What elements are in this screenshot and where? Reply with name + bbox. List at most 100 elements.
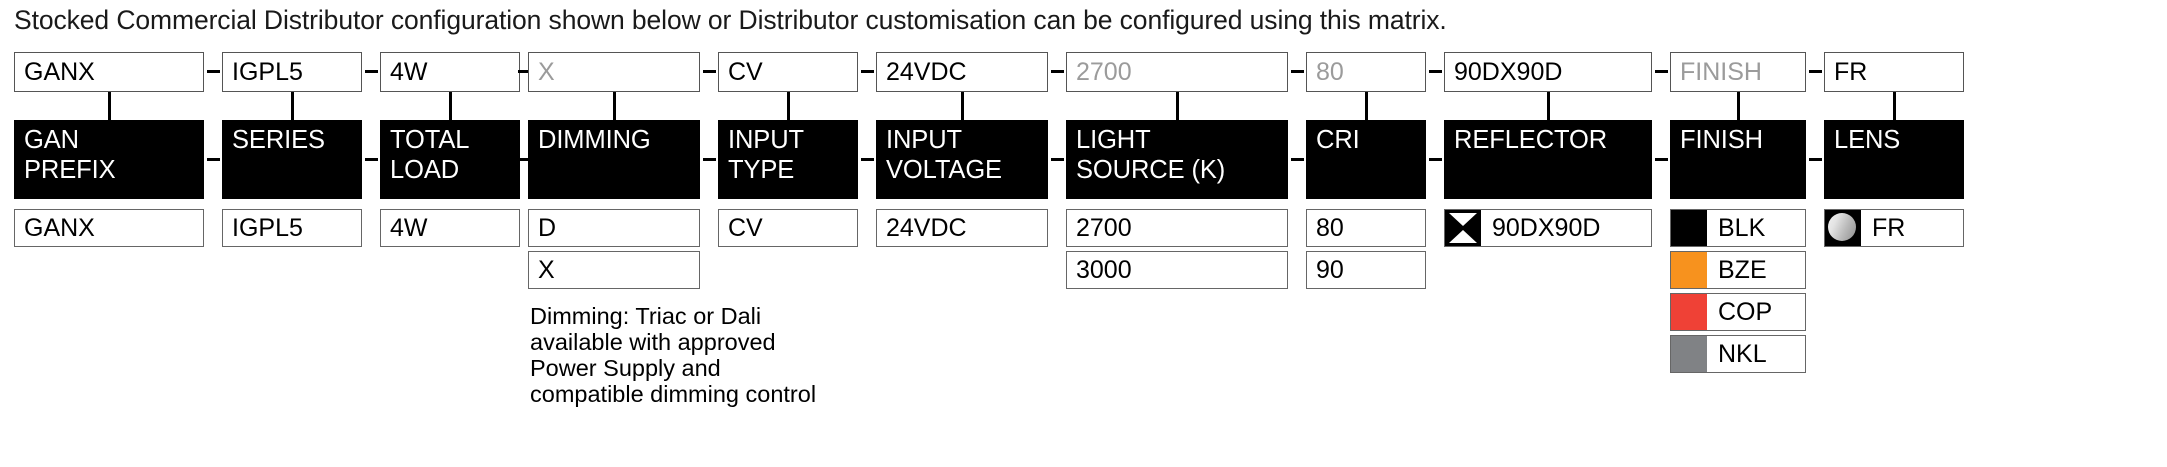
connector-tick-cri bbox=[1365, 92, 1368, 120]
connector-tick-gan-prefix bbox=[108, 92, 111, 120]
option-label: COP bbox=[1718, 297, 1773, 326]
option-finish-2[interactable]: BZE bbox=[1670, 251, 1806, 289]
option-cri-1[interactable]: 80 bbox=[1306, 209, 1426, 247]
option-reflector-1[interactable]: 90DX90D bbox=[1444, 209, 1652, 247]
option-label: BLK bbox=[1718, 213, 1766, 242]
connector-tick-series bbox=[291, 92, 294, 120]
code-box-gan-prefix[interactable]: GANX bbox=[14, 52, 204, 92]
code-box-cri[interactable]: 80 bbox=[1306, 52, 1426, 92]
header-separator-dash bbox=[1428, 158, 1442, 161]
connector-tick-input-voltage bbox=[961, 92, 964, 120]
code-box-reflector[interactable]: 90DX90D bbox=[1444, 52, 1652, 92]
header-separator-dash bbox=[702, 158, 716, 161]
option-cri-2[interactable]: 90 bbox=[1306, 251, 1426, 289]
header-separator-dash bbox=[364, 158, 378, 161]
header-line: LIGHT bbox=[1076, 126, 1151, 154]
code-box-light-source[interactable]: 2700 bbox=[1066, 52, 1288, 92]
color-swatch-icon bbox=[1671, 294, 1707, 330]
header-dimming: DIMMING bbox=[528, 120, 700, 199]
option-label: NKL bbox=[1718, 339, 1767, 368]
option-light-source-2[interactable]: 3000 bbox=[1066, 251, 1288, 289]
connector-tick-reflector bbox=[1547, 92, 1550, 120]
option-light-source-1[interactable]: 2700 bbox=[1066, 209, 1288, 247]
header-line: DIMMING bbox=[538, 126, 651, 154]
code-separator-dash bbox=[702, 70, 716, 73]
header-line: PREFIX bbox=[24, 156, 116, 184]
header-line: REFLECTOR bbox=[1454, 126, 1608, 154]
code-separator-dash bbox=[1050, 70, 1064, 73]
option-series-1[interactable]: IGPL5 bbox=[222, 209, 362, 247]
header-line: TOTAL bbox=[390, 126, 470, 154]
header-line: SERIES bbox=[232, 126, 325, 154]
header-line: TYPE bbox=[728, 156, 795, 184]
code-box-series[interactable]: IGPL5 bbox=[222, 52, 362, 92]
code-box-input-type[interactable]: CV bbox=[718, 52, 858, 92]
code-separator-dash bbox=[517, 70, 531, 73]
header-reflector: REFLECTOR bbox=[1444, 120, 1652, 199]
color-swatch-icon bbox=[1671, 210, 1707, 246]
code-box-dimming[interactable]: X bbox=[528, 52, 700, 92]
header-line: INPUT bbox=[728, 126, 805, 154]
header-line: FINISH bbox=[1680, 126, 1763, 154]
code-box-input-voltage[interactable]: 24VDC bbox=[876, 52, 1048, 92]
code-separator-dash bbox=[206, 70, 220, 73]
option-total-load-1[interactable]: 4W bbox=[380, 209, 520, 247]
header-line: CRI bbox=[1316, 126, 1360, 154]
connector-tick-finish bbox=[1737, 92, 1740, 120]
code-separator-dash bbox=[860, 70, 874, 73]
intro-text: Stocked Commercial Distributor configura… bbox=[14, 5, 1447, 35]
header-line: INPUT bbox=[886, 126, 963, 154]
option-dimming-2[interactable]: X bbox=[528, 251, 700, 289]
code-box-lens[interactable]: FR bbox=[1824, 52, 1964, 92]
connector-tick-lens bbox=[1893, 92, 1896, 120]
option-label: 90DX90D bbox=[1492, 213, 1601, 242]
option-label: FR bbox=[1872, 213, 1906, 242]
option-gan-prefix-1[interactable]: GANX bbox=[14, 209, 204, 247]
connector-tick-light-source bbox=[1176, 92, 1179, 120]
header-series: SERIES bbox=[222, 120, 362, 199]
header-finish: FINISH bbox=[1670, 120, 1806, 199]
beam-bowtie-icon bbox=[1445, 210, 1481, 246]
option-input-voltage-1[interactable]: 24VDC bbox=[876, 209, 1048, 247]
option-finish-3[interactable]: COP bbox=[1670, 293, 1806, 331]
header-line: VOLTAGE bbox=[886, 156, 1002, 184]
header-separator-dash bbox=[517, 158, 531, 161]
note-dimming: Dimming: Triac or Dali available with ap… bbox=[530, 303, 817, 407]
code-separator-dash bbox=[1808, 70, 1822, 73]
code-separator-dash bbox=[1654, 70, 1668, 73]
color-swatch-icon bbox=[1671, 252, 1707, 288]
header-separator-dash bbox=[1808, 158, 1822, 161]
option-dimming-1[interactable]: D bbox=[528, 209, 700, 247]
option-label: BZE bbox=[1718, 255, 1767, 284]
header-separator-dash bbox=[1290, 158, 1304, 161]
connector-tick-dimming bbox=[613, 92, 616, 120]
option-input-type-1[interactable]: CV bbox=[718, 209, 858, 247]
code-box-finish[interactable]: FINISH bbox=[1670, 52, 1806, 92]
header-separator-dash bbox=[1050, 158, 1064, 161]
header-separator-dash bbox=[206, 158, 220, 161]
connector-tick-input-type bbox=[787, 92, 790, 120]
header-cri: CRI bbox=[1306, 120, 1426, 199]
option-finish-1[interactable]: BLK bbox=[1670, 209, 1806, 247]
connector-tick-total-load bbox=[449, 92, 452, 120]
frosted-lens-icon bbox=[1825, 210, 1861, 246]
header-line: LOAD bbox=[390, 156, 460, 184]
option-lens-1[interactable]: FR bbox=[1824, 209, 1964, 247]
header-line: SOURCE (K) bbox=[1076, 156, 1226, 184]
header-lens: LENS bbox=[1824, 120, 1964, 199]
header-separator-dash bbox=[860, 158, 874, 161]
color-swatch-icon bbox=[1671, 336, 1707, 372]
code-separator-dash bbox=[1428, 70, 1442, 73]
header-separator-dash bbox=[1654, 158, 1668, 161]
option-finish-4[interactable]: NKL bbox=[1670, 335, 1806, 373]
header-line: LENS bbox=[1834, 126, 1901, 154]
header-line: GAN bbox=[24, 126, 79, 154]
code-box-total-load[interactable]: 4W bbox=[380, 52, 520, 92]
